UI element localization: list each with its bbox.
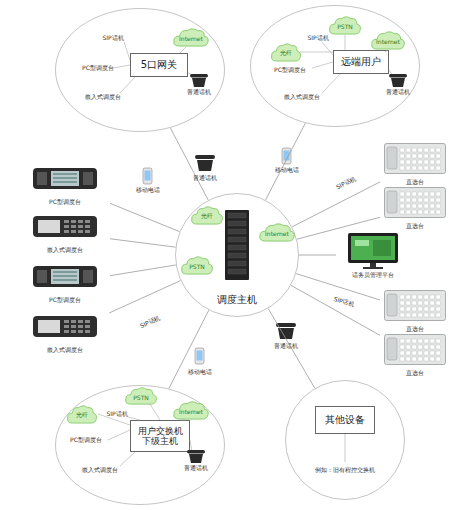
group-circle: SIP话机 PC型调度台嵌入式调度台 普通话机 5口网关 Internet	[55, 8, 225, 132]
node-label: 嵌入式调度台	[85, 94, 121, 100]
connector	[170, 128, 208, 200]
node-label: 光纤	[66, 404, 98, 424]
node-label: PC型调度台	[82, 65, 114, 71]
edge-label: SIP话机	[333, 296, 355, 308]
edge-label: SIP话机	[139, 315, 161, 329]
node-label: PC型调度台	[20, 199, 110, 205]
node-label: SIP话机	[102, 35, 123, 41]
device-box: 用户交换机 下级主机	[130, 420, 190, 452]
node-label: Internet	[172, 27, 210, 47]
node-label: PSTN	[124, 386, 158, 405]
node-label: PC型调度台	[274, 67, 306, 73]
node-label: 直选台	[380, 370, 450, 376]
icon-caption: 移动电话	[188, 369, 212, 375]
network-cloud: 光纤	[270, 42, 302, 62]
network-cloud: Internet	[172, 27, 210, 47]
network-cloud: Internet	[172, 400, 210, 420]
group-circle: SIP话机 PC型调度台嵌入式调度台 普通话机 光纤 PSTN Internet用户交换机…	[55, 385, 225, 505]
terminal-device: 话务员管理平台	[336, 232, 410, 278]
node-label: 直选台	[380, 179, 450, 185]
terminal-device: 直选台	[380, 143, 450, 185]
node-label: 其他设备	[316, 407, 374, 433]
node-label: 嵌入式调度台	[82, 467, 118, 473]
connector	[291, 285, 380, 335]
connector	[297, 217, 380, 239]
node-label: Internet	[258, 222, 296, 242]
node-label: 嵌入式调度台	[284, 94, 320, 100]
terminal-device: 嵌入式调度台	[20, 313, 110, 353]
node-label: 话务员管理平台	[336, 272, 410, 278]
node-label: Internet	[370, 30, 406, 50]
node-label: 5口网关	[131, 54, 187, 76]
node-label: 普通话机	[184, 465, 208, 471]
node-label: 嵌入式调度台	[20, 347, 110, 353]
connector	[109, 281, 180, 313]
terminal-device: 嵌入式调度台	[20, 213, 110, 253]
node-label: 光纤	[270, 42, 302, 62]
connector	[110, 239, 176, 247]
network-cloud: 光纤	[66, 404, 98, 424]
terminal-device: 直选台	[380, 290, 450, 332]
node-label: SIP话机	[106, 411, 127, 417]
network-cloud: 光纤	[190, 205, 224, 225]
connector	[110, 265, 176, 276]
connector	[110, 203, 180, 231]
icon-caption: 普通话机	[193, 175, 217, 181]
network-cloud: PSTN	[180, 255, 214, 275]
node-label: 直选台	[380, 326, 450, 332]
connector	[268, 309, 314, 389]
node-label: 直选台	[380, 223, 450, 229]
node-label: 普通话机	[386, 89, 410, 95]
node-label: SIP话机	[307, 35, 328, 41]
terminal-device: 直选台	[380, 187, 450, 229]
device-box: 5口网关	[130, 53, 188, 77]
group-circle: SIP话机 PC型调度台嵌入式调度台 普通话机 PSTN 光纤 Internet远端用户	[250, 5, 420, 127]
connector	[299, 255, 336, 256]
connector	[266, 123, 306, 200]
node-label: 用户交换机 下级主机	[131, 421, 189, 451]
node-label: Internet	[172, 400, 210, 420]
terminal-device: 直选台	[380, 334, 450, 376]
device-box: 远端用户	[333, 50, 389, 74]
group-circle: 例如：旧有程控交换机 其他设备	[285, 380, 405, 500]
node-label: 普通话机	[187, 89, 211, 95]
icon-caption: 普通话机	[274, 343, 298, 349]
node-label: 嵌入式调度台	[20, 247, 110, 253]
terminal-device: PC型调度台	[20, 165, 110, 205]
node-label: PC型调度台	[70, 437, 102, 443]
terminal-device: PC型调度台	[20, 263, 110, 303]
network-cloud: PSTN	[124, 386, 158, 405]
device-box: 其他设备	[315, 406, 375, 434]
edge-label: SIP话机	[335, 176, 357, 191]
icon-caption: 移动电话	[136, 187, 160, 193]
connector	[169, 310, 209, 388]
node-label: 例如：旧有程控交换机	[315, 467, 375, 473]
network-cloud: PSTN	[328, 15, 362, 35]
node-label: 远端用户	[334, 51, 388, 73]
network-cloud: Internet	[370, 30, 406, 50]
node-label: PSTN	[180, 255, 214, 275]
node-label: 光纤	[190, 205, 224, 225]
host-circle: 调度主机 光纤 InternetPSTN	[175, 193, 299, 317]
network-cloud: Internet	[258, 222, 296, 242]
node-label: PSTN	[328, 15, 362, 35]
icon-caption: 移动电话	[275, 167, 299, 173]
node-label: 调度主机	[217, 295, 257, 305]
node-label: PC型调度台	[20, 297, 110, 303]
